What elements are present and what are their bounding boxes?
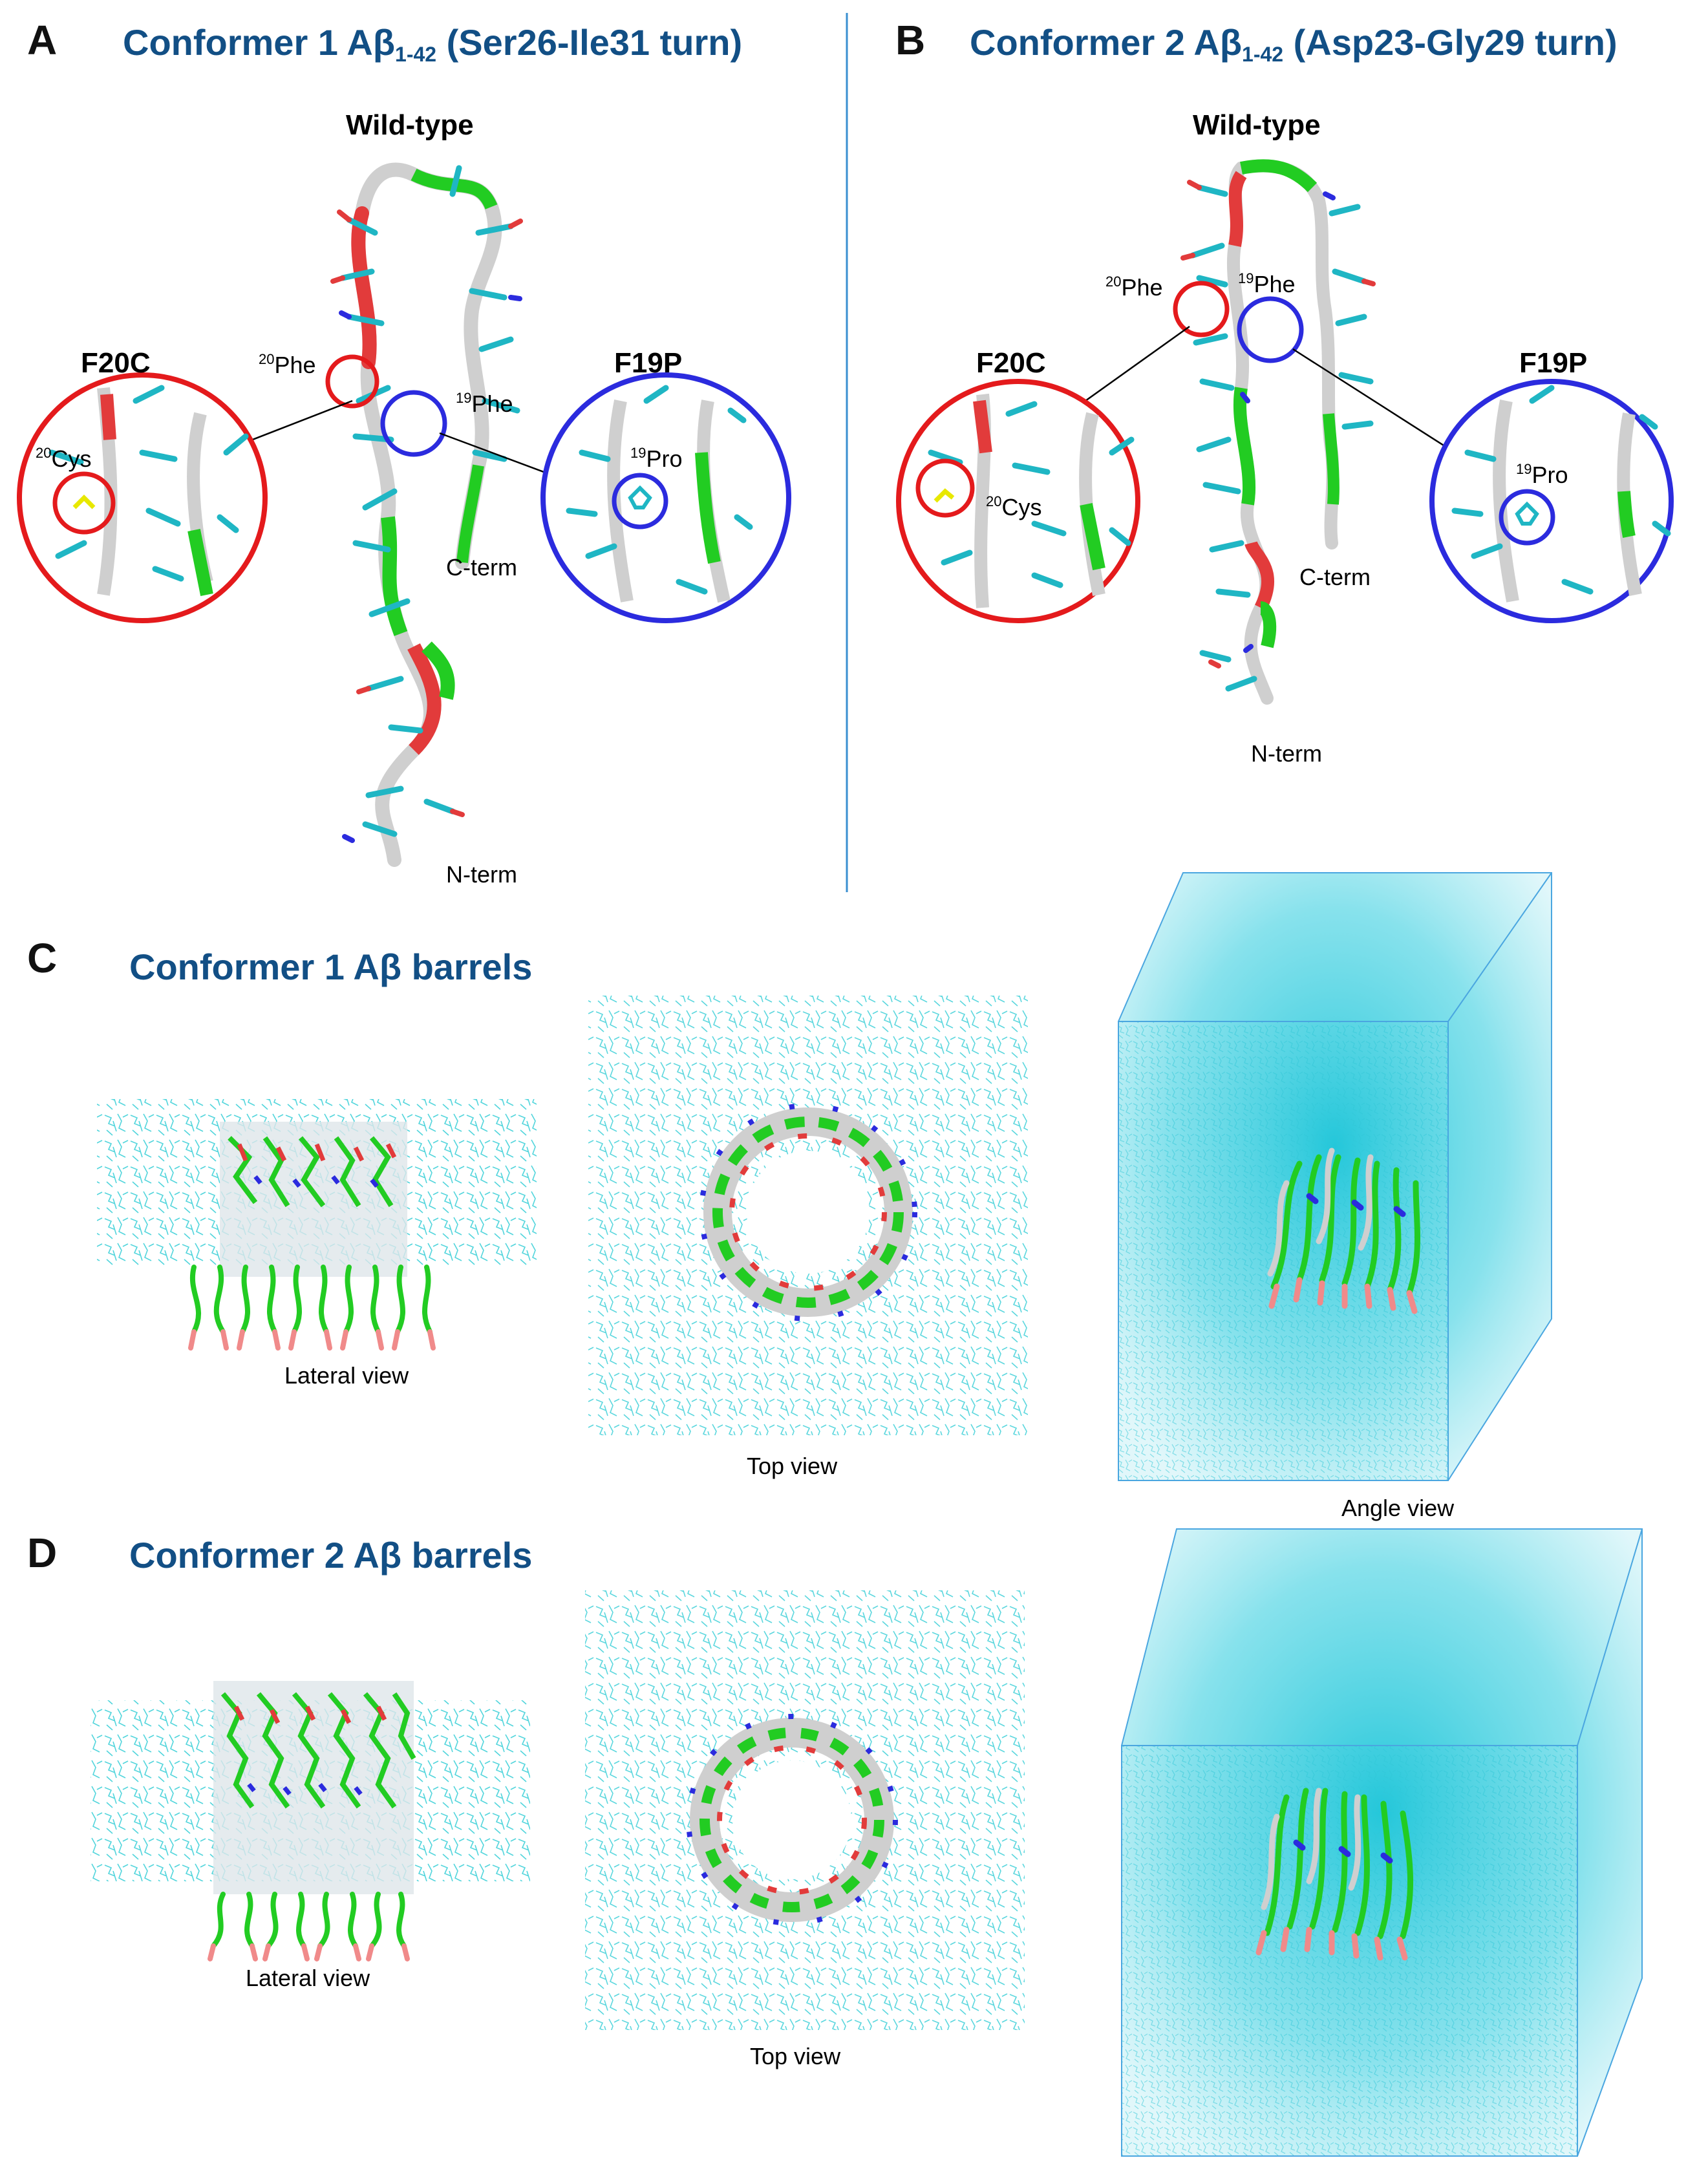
panel-b-phe20-label: 20Phe xyxy=(1105,275,1163,299)
panel-c-title: Conformer 1 Aβ barrels xyxy=(129,946,533,987)
panel-a-f20c-label: F20C xyxy=(81,347,151,379)
panel-a-pro19-superscript: 19 xyxy=(630,445,646,461)
panel-d-letter: D xyxy=(27,1530,58,1576)
panel-a-cterm-label: C-term xyxy=(446,554,517,581)
panel-b-title-prefix: Conformer 2 Aβ xyxy=(970,22,1243,63)
panel-d-lateral-barrel xyxy=(208,1681,416,1961)
panel-a-letter: A xyxy=(27,17,58,63)
panel-b-phe19-label: 19Phe xyxy=(1238,272,1296,296)
panel-a-cys20-text: Cys xyxy=(51,445,92,472)
panel-c-letter: C xyxy=(27,935,58,981)
panel-b-phe20-superscript: 20 xyxy=(1105,273,1122,290)
panel-d-angle-barrel xyxy=(1255,1788,1414,1961)
panel-b-title-suffix: (Asp23-Gly29 turn) xyxy=(1283,22,1617,63)
panel-a-cys20-label: 20Cys xyxy=(36,446,91,471)
panel-b-cterm-label: C-term xyxy=(1299,564,1371,590)
panel-c-angle-barrel xyxy=(1267,1148,1420,1314)
panel-a-phe19-superscript: 19 xyxy=(456,390,472,406)
panel-a-wildtype-structure xyxy=(17,162,791,867)
panel-b-pro19-label: 19Pro xyxy=(1516,462,1568,487)
panel-c-lateral-barrel xyxy=(188,1122,436,1351)
panel-b-title-subscript: 1-42 xyxy=(1242,43,1284,66)
panel-a-phe20-label: 20Phe xyxy=(259,352,316,377)
panel-d-lateral-view-label: Lateral view xyxy=(246,1965,370,1991)
panel-d-top-view-label: Top view xyxy=(750,2043,841,2069)
panel-a-phe20-superscript: 20 xyxy=(259,351,275,367)
panel-c-top-membrane xyxy=(588,996,1028,1435)
panel-d-title: Conformer 2 Aβ barrels xyxy=(129,1535,533,1576)
panel-a-cys20-superscript: 20 xyxy=(36,445,52,461)
panel-d-top-barrel xyxy=(686,1714,898,1926)
panel-c-angle-view-label: Angle view xyxy=(1341,1495,1455,1521)
panel-b-phe20-text: Phe xyxy=(1121,274,1163,301)
panel-b-pro19-superscript: 19 xyxy=(1516,461,1532,477)
panel-c-top-view-label: Top view xyxy=(747,1453,838,1479)
panel-b-cys20-superscript: 20 xyxy=(986,493,1002,509)
panel-d-angle-box xyxy=(1121,1528,1643,2157)
panel-a-title: Conformer 1 Aβ1-42 (Ser26-Ile31 turn) xyxy=(123,25,742,65)
panel-a-title-subscript: 1-42 xyxy=(395,43,437,66)
panel-c-lateral-view-label: Lateral view xyxy=(284,1362,409,1389)
panel-d-lateral-membrane xyxy=(91,1681,530,1961)
panel-b-letter: B xyxy=(895,17,926,63)
panel-b-nterm-label: N-term xyxy=(1251,740,1322,767)
panel-a-nterm-label: N-term xyxy=(446,861,517,888)
panel-b-phe19-superscript: 19 xyxy=(1238,270,1254,286)
panel-a-title-prefix: Conformer 1 Aβ xyxy=(123,22,396,63)
panel-b-wildtype-label: Wild-type xyxy=(1193,109,1321,141)
panel-b-phe19-text: Phe xyxy=(1254,271,1296,297)
panel-c-lateral-membrane xyxy=(97,1099,537,1351)
panel-b-title: Conformer 2 Aβ1-42 (Asp23-Gly29 turn) xyxy=(970,25,1617,65)
panel-b-f20c-label: F20C xyxy=(976,347,1046,379)
panel-c-top-barrel xyxy=(699,1103,917,1321)
panel-a-phe19-text: Phe xyxy=(471,390,513,417)
panel-a-pro19-text: Pro xyxy=(646,445,683,472)
panel-c-angle-box xyxy=(1118,872,1552,1481)
panel-a-phe19-label: 19Phe xyxy=(456,391,513,416)
panel-b-cys20-label: 20Cys xyxy=(986,495,1041,519)
panel-a-pro19-label: 19Pro xyxy=(630,446,683,471)
panel-a-f19p-label: F19P xyxy=(614,347,683,379)
panel-b-f19p-label: F19P xyxy=(1519,347,1588,379)
panel-b-pro19-text: Pro xyxy=(1532,462,1568,488)
panel-d-top-membrane xyxy=(585,1590,1025,2030)
panel-b-wildtype-structure xyxy=(896,159,1674,705)
panel-a-wildtype-label: Wild-type xyxy=(346,109,474,141)
panel-a-phe20-text: Phe xyxy=(274,352,316,378)
panel-a-title-suffix: (Ser26-Ile31 turn) xyxy=(436,22,743,63)
panel-b-cys20-text: Cys xyxy=(1001,494,1042,520)
